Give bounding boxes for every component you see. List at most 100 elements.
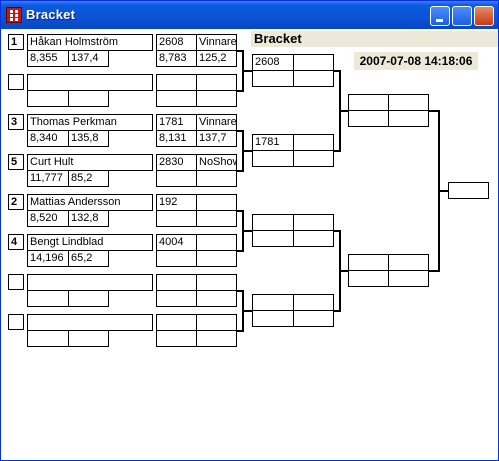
bracket-slot[interactable] (388, 270, 429, 287)
entry-id-field[interactable]: 192 (156, 194, 197, 211)
score-field[interactable]: 8,340 (27, 130, 69, 147)
player-name-field[interactable]: Bengt Lindblad (27, 234, 153, 251)
score-field[interactable] (196, 290, 237, 307)
player-name-field[interactable]: Thomas Perkman (27, 114, 153, 131)
entry-id-field[interactable]: 2830 (156, 154, 197, 171)
bracket-slot[interactable] (293, 294, 334, 311)
entry-id-field[interactable]: 4004 (156, 234, 197, 251)
entry-id-field[interactable]: 1781 (156, 114, 197, 131)
score-field[interactable] (196, 210, 237, 227)
score-field[interactable] (27, 290, 69, 307)
score-field[interactable] (27, 90, 69, 107)
bracket-slot[interactable] (293, 214, 334, 231)
bracket-slot[interactable] (388, 110, 429, 127)
entry-id-field[interactable]: 2608 (156, 34, 197, 51)
score-field[interactable]: 137,7 (196, 130, 237, 147)
bracket-slot[interactable] (252, 214, 294, 231)
bracket-slot[interactable]: 1781 (252, 134, 294, 151)
seed-box[interactable]: 3 (8, 114, 24, 130)
score-field[interactable]: 14,196 (27, 250, 69, 267)
bracket-slot[interactable]: 2608 (252, 54, 294, 71)
seed-box[interactable] (8, 314, 24, 330)
bracket-slot[interactable] (252, 70, 294, 87)
connector-line (334, 230, 341, 232)
score-field[interactable] (156, 290, 197, 307)
bracket-slot[interactable] (293, 54, 334, 71)
score-field[interactable]: 8,131 (156, 130, 197, 147)
entry-id-field[interactable] (156, 74, 197, 91)
seed-box[interactable]: 1 (8, 34, 24, 50)
score-field[interactable]: 8,520 (27, 210, 69, 227)
app-icon[interactable] (6, 7, 22, 23)
entry-id-field[interactable] (156, 274, 197, 291)
score-field[interactable]: 125,2 (196, 50, 237, 67)
result-field[interactable]: Vinnare (196, 34, 237, 51)
seed-box[interactable]: 2 (8, 194, 24, 210)
player-name-field[interactable] (27, 314, 153, 331)
connector-line (334, 70, 341, 72)
result-field[interactable]: Vinnare (196, 114, 237, 131)
bracket-slot[interactable] (293, 230, 334, 247)
entry-id-field[interactable] (156, 314, 197, 331)
score-field[interactable] (156, 90, 197, 107)
connector-line (237, 210, 244, 212)
score-field[interactable] (68, 330, 109, 347)
score-field[interactable]: 137,4 (68, 50, 109, 67)
seed-box[interactable] (8, 274, 24, 290)
bracket-slot[interactable] (348, 110, 389, 127)
score-field[interactable]: 135,8 (68, 130, 109, 147)
result-field[interactable]: NoShow (196, 154, 237, 171)
score-field[interactable] (68, 290, 109, 307)
bracket-slot[interactable] (252, 230, 294, 247)
bracket-slot[interactable] (348, 94, 389, 111)
seed-box[interactable]: 4 (8, 234, 24, 250)
score-field[interactable] (156, 170, 197, 187)
player-name-field[interactable]: Curt Hult (27, 154, 153, 171)
bracket-slot[interactable] (348, 270, 389, 287)
bracket-slot[interactable] (348, 254, 389, 271)
bracket-slot[interactable] (293, 70, 334, 87)
score-field[interactable]: 8,355 (27, 50, 69, 67)
score-field[interactable]: 65,2 (68, 250, 109, 267)
result-field[interactable] (196, 74, 237, 91)
player-name-field[interactable] (27, 74, 153, 91)
bracket-slot[interactable] (293, 150, 334, 167)
player-name-field[interactable]: Håkan Holmström (27, 34, 153, 51)
score-field[interactable] (68, 90, 109, 107)
score-field[interactable] (196, 170, 237, 187)
result-field[interactable] (196, 274, 237, 291)
player-name-field[interactable] (27, 274, 153, 291)
score-field[interactable]: 85,2 (68, 170, 109, 187)
score-field[interactable]: 132,8 (68, 210, 109, 227)
score-field[interactable] (27, 330, 69, 347)
score-field[interactable] (156, 250, 197, 267)
bracket-slot[interactable] (293, 134, 334, 151)
score-field[interactable] (196, 250, 237, 267)
bracket-slot[interactable] (293, 310, 334, 327)
player-name-field[interactable]: Mattias Andersson (27, 194, 153, 211)
score-field[interactable] (196, 330, 237, 347)
score-field[interactable] (156, 330, 197, 347)
score-field[interactable]: 8,783 (156, 50, 197, 67)
seed-box[interactable] (8, 74, 24, 90)
connector-line (242, 310, 252, 312)
result-field[interactable] (196, 234, 237, 251)
bracket-slot[interactable] (388, 254, 429, 271)
score-field[interactable] (196, 90, 237, 107)
close-button[interactable] (474, 6, 494, 26)
result-field[interactable] (196, 314, 237, 331)
minimize-button[interactable] (430, 6, 450, 26)
bracket-slot[interactable] (252, 294, 294, 311)
final-winner-slot[interactable] (448, 182, 489, 199)
result-field[interactable] (196, 194, 237, 211)
connector-line (242, 70, 252, 72)
connector-line (237, 250, 244, 252)
seed-box[interactable]: 5 (8, 154, 24, 170)
maximize-button[interactable] (452, 6, 472, 26)
score-field[interactable] (156, 210, 197, 227)
bracket-slot[interactable] (252, 310, 294, 327)
bracket-slot[interactable] (252, 150, 294, 167)
score-field[interactable]: 11,777 (27, 170, 69, 187)
title-bar[interactable]: Bracket (1, 1, 498, 29)
bracket-slot[interactable] (388, 94, 429, 111)
